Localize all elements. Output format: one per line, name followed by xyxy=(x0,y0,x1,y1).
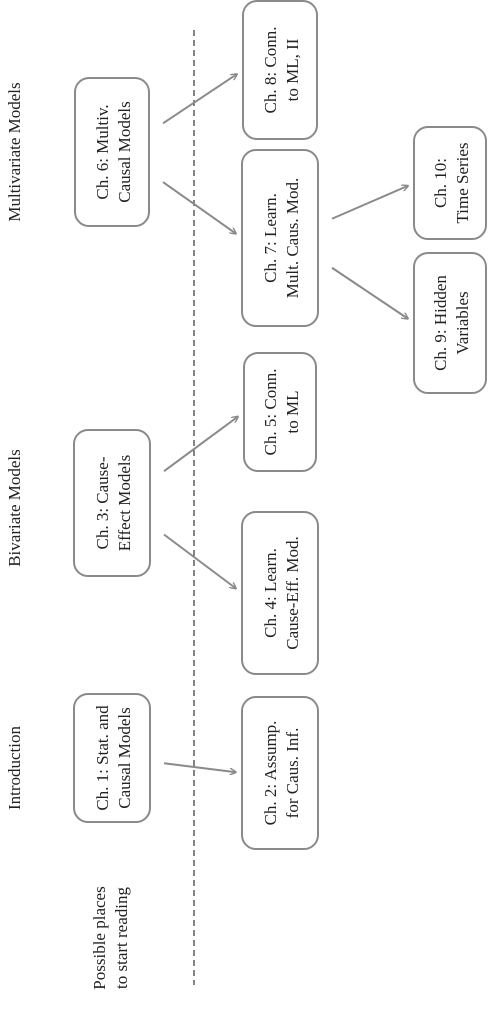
chapter-label-line1: Ch. 3: Cause- xyxy=(93,456,112,549)
start-reading-label: Possible places to start reading xyxy=(90,886,131,989)
edge-ch6-to-ch7 xyxy=(162,181,236,234)
edge-ch7-to-ch10 xyxy=(331,186,408,220)
chapter-label-line2: Effect Models xyxy=(115,455,134,551)
chapter-label-line2: Variables xyxy=(453,291,472,354)
chapter-label-line1: Ch. 7: Learn. xyxy=(261,193,280,283)
chapter-node-ch2[interactable]: Ch. 2: Assump. for Caus. Inf. xyxy=(241,696,319,850)
section-multivariate: Multivariate Models xyxy=(5,82,24,221)
edges-layer xyxy=(162,74,408,772)
chapter-node-ch10[interactable]: Ch. 10: Time Series xyxy=(413,126,487,240)
chapter-node-ch8[interactable]: Ch. 8: Conn. to ML, II xyxy=(242,0,318,140)
chapter-label-line2: Causal Models xyxy=(115,707,134,809)
svg-text:Bivariate Models: Bivariate Models xyxy=(5,449,24,567)
edge-ch3-to-ch5 xyxy=(163,417,238,472)
chapter-label-line1: Ch. 8: Conn. xyxy=(261,27,280,114)
chapter-label-line1: Ch. 9: Hidden xyxy=(431,275,450,371)
section-bivariate: Bivariate Models xyxy=(5,449,24,567)
edge-ch1-to-ch2 xyxy=(163,762,236,772)
svg-text:Introduction: Introduction xyxy=(5,725,24,810)
chapter-node-ch9[interactable]: Ch. 9: Hidden Variables xyxy=(413,252,487,394)
chapter-label-line1: Ch. 10: xyxy=(431,158,450,208)
chapter-label-line2: to ML xyxy=(283,391,302,434)
chapter-node-ch5[interactable]: Ch. 5: Conn. to ML xyxy=(243,352,317,472)
chapter-node-ch4[interactable]: Ch. 4: Learn. Cause-Eff. Mod. xyxy=(241,511,319,675)
chapter-label-line2: Time Series xyxy=(453,142,472,223)
chapter-label-line1: Ch. 6: Multiv. xyxy=(93,104,112,199)
chapter-label-line1: Ch. 2: Assump. xyxy=(261,721,280,826)
chapter-label-line2: Mult. Caus. Mod. xyxy=(283,178,302,298)
chapter-label-line2: to ML, II xyxy=(283,38,302,101)
chapter-node-ch7[interactable]: Ch. 7: Learn. Mult. Caus. Mod. xyxy=(241,149,319,327)
edge-ch3-to-ch4 xyxy=(163,533,236,589)
chapter-node-ch1[interactable]: Ch. 1: Stat. and Causal Models xyxy=(73,693,151,823)
svg-text:to start reading: to start reading xyxy=(112,887,131,989)
chapter-label-line1: Ch. 1: Stat. and xyxy=(93,705,112,811)
chapter-label-line1: Ch. 5: Conn. xyxy=(261,369,280,456)
chapter-node-ch3[interactable]: Ch. 3: Cause- Effect Models xyxy=(73,429,151,577)
chapter-label-line2: Causal Models xyxy=(115,101,134,203)
chapter-label-line2: Cause-Eff. Mod. xyxy=(283,536,302,649)
edge-ch6-to-ch8 xyxy=(162,74,237,125)
chapter-label-line2: for Caus. Inf. xyxy=(283,728,302,819)
chapter-node-ch6[interactable]: Ch. 6: Multiv. Causal Models xyxy=(74,77,150,227)
section-introduction: Introduction xyxy=(5,725,24,810)
edge-ch7-to-ch9 xyxy=(331,266,408,319)
chapter-label-line1: Ch. 4: Learn. xyxy=(261,548,280,638)
svg-text:Possible places: Possible places xyxy=(90,886,109,989)
svg-text:Multivariate Models: Multivariate Models xyxy=(5,82,24,221)
